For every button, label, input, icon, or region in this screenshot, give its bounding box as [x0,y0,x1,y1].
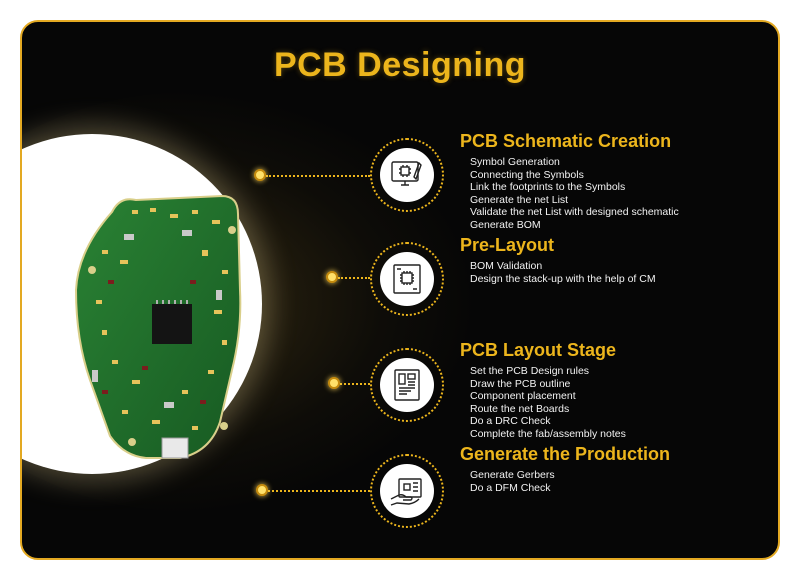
pcb-board-image [74,194,242,459]
page-title: PCB Designing [273,46,527,84]
connector-line-4 [268,490,370,492]
connector-line-1 [266,175,370,177]
step-layout-stage: PCB Layout Stage Set the PCB Design rule… [460,340,770,441]
step-title: Generate the Production [460,444,671,464]
list-item: Generate BOM [470,218,541,231]
step-items: BOM Validation Design the stack-up with … [460,260,770,285]
board-layout-icon [394,369,420,401]
list-item: Do a DRC Check [470,415,551,428]
list-item: Design the stack-up with the help of CM [470,272,656,285]
list-item: Draw the PCB outline [470,377,571,390]
list-item: Symbol Generation [470,156,560,168]
connector-line-2 [338,277,370,279]
list-item: Validate the net List with designed sche… [470,206,679,219]
step-3-icon-ring [370,348,444,422]
hand-board-icon [390,478,422,506]
step-items: Set the PCB Design rules Draw the PCB ou… [460,365,770,441]
infographic-frame: PCB Designing [20,20,780,560]
step-1-icon-ring [370,138,444,212]
step-items: Symbol Generation Connecting the Symbols… [460,156,770,232]
step-title: PCB Schematic Creation [460,131,672,151]
step-4-icon-ring [370,454,444,528]
connector-line-3 [340,383,370,385]
connector-dot-1 [254,169,266,181]
step-title: Pre-Layout [460,235,555,255]
list-item: Do a DFM Check [470,481,551,494]
list-item: Component placement [470,390,576,403]
list-item: Set the PCB Design rules [470,365,590,377]
connector-dot-2 [326,271,338,283]
list-item: Link the footprints to the Symbols [470,181,626,194]
connector-dot-3 [328,377,340,389]
list-item: Generate Gerbers [470,469,555,481]
connector-dot-4 [256,484,268,496]
step-title: PCB Layout Stage [460,340,617,360]
list-item: Route the net Boards [470,402,570,415]
step-schematic-creation: PCB Schematic Creation Symbol Generation… [460,131,770,232]
list-item: BOM Validation [470,260,543,272]
step-2-icon-ring [370,242,444,316]
list-item: Generate the net List [470,193,569,206]
chip-document-icon [393,264,421,294]
schematic-monitor-icon [391,161,422,186]
list-item: Complete the fab/assembly notes [470,427,626,440]
list-item: Connecting the Symbols [470,168,584,181]
step-generate-production: Generate the Production Generate Gerbers… [460,444,770,494]
step-items: Generate Gerbers Do a DFM Check [460,469,770,494]
step-pre-layout: Pre-Layout BOM Validation Design the sta… [460,235,770,285]
